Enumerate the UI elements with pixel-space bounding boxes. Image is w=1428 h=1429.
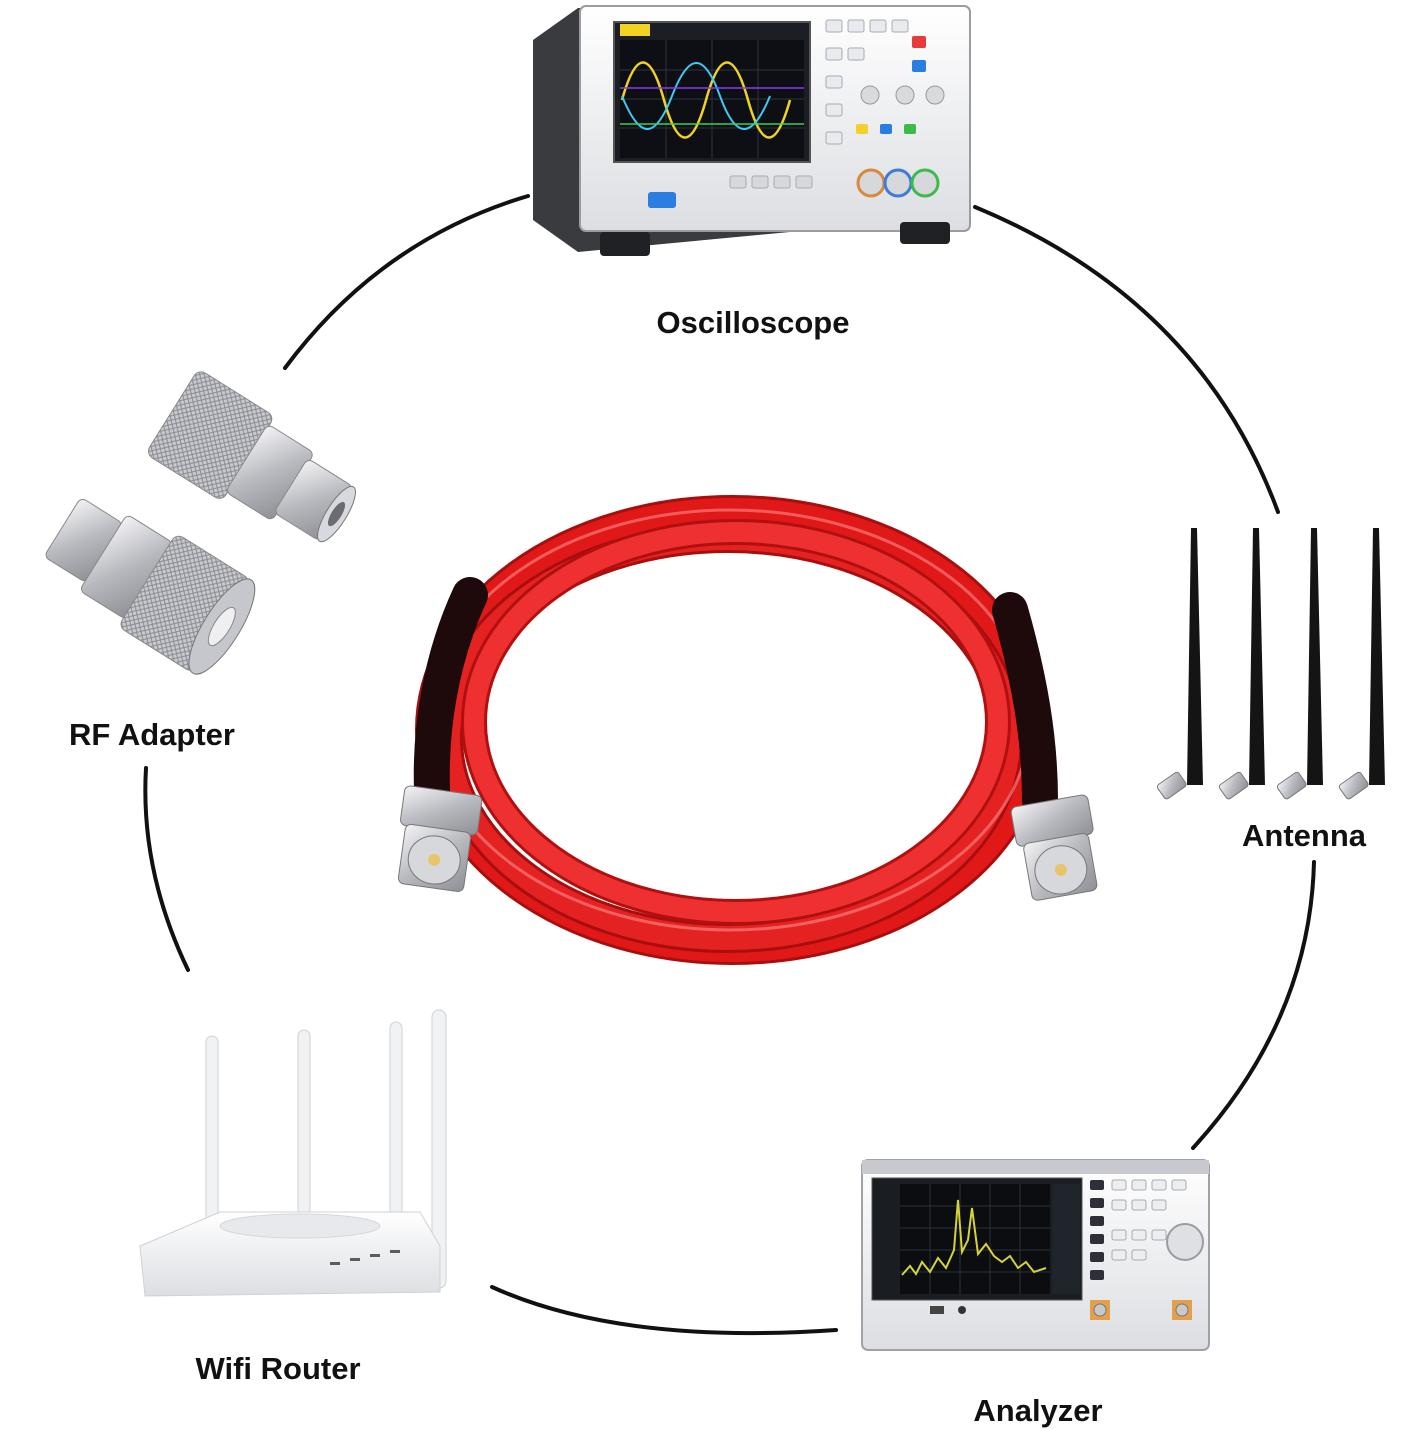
ring-arc-osc-rf — [283, 194, 530, 370]
ring-arc-wifi-rf — [143, 766, 190, 972]
bnc-cable-image — [397, 495, 1098, 965]
ring-arc-ana-wifi — [490, 1285, 838, 1336]
rf-adapter-label: RF Adapter — [69, 717, 235, 752]
analyzer-image — [861, 1159, 1210, 1351]
antenna-label: Antenna — [1242, 818, 1366, 853]
oscilloscope-label: Oscilloscope — [656, 305, 850, 340]
ring-arc-ant-ana — [1191, 860, 1316, 1150]
wifi-router-label: Wifi Router — [195, 1351, 361, 1386]
oscilloscope-image — [533, 5, 971, 256]
analyzer-label: Analyzer — [973, 1393, 1103, 1428]
connection-ring — [143, 194, 1316, 1336]
antenna-image — [1156, 528, 1385, 800]
wifi-router-image — [139, 1009, 447, 1297]
rf-adapter-image — [45, 371, 356, 675]
ring-arc-osc-ant — [973, 205, 1280, 514]
